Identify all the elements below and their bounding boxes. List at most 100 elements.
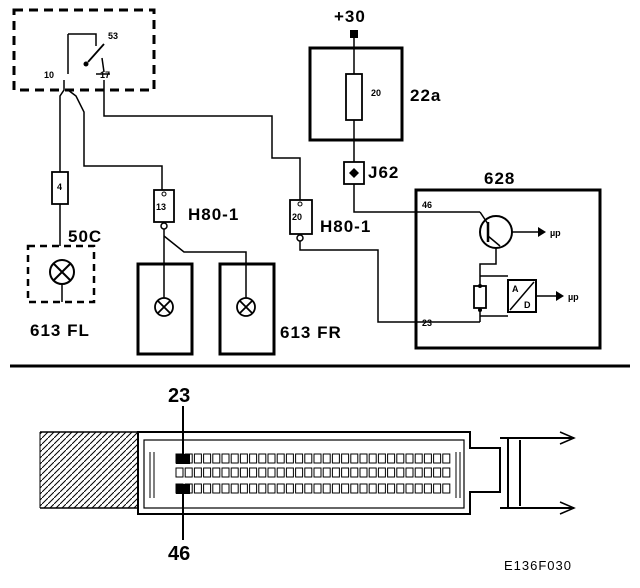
connector-pin: [414, 467, 423, 478]
svg-text:20: 20: [371, 88, 381, 98]
connector-pin: [313, 453, 322, 464]
connector-pin: [304, 453, 313, 464]
connector-pin: [387, 467, 396, 478]
connector-pin: [423, 467, 432, 478]
connector-pin: [396, 467, 405, 478]
connector-pin: [350, 467, 359, 478]
connector-pin: [433, 483, 442, 494]
connector-pin: [442, 467, 451, 478]
connector-pin: [313, 483, 322, 494]
supply-label: +30: [334, 7, 366, 26]
connector-pin: [433, 453, 442, 464]
connector-pin: [221, 467, 230, 478]
connector-pin: [396, 483, 405, 494]
connector-pin: [341, 453, 350, 464]
connector-pin: [331, 467, 340, 478]
switch-box: 53 10 17: [12, 8, 156, 92]
lamp-613fr-label: 613 FR: [280, 323, 342, 342]
supply-terminal: [350, 30, 358, 38]
connector-pin: [230, 467, 239, 478]
connector-pin: [387, 453, 396, 464]
connector-pin: [405, 453, 414, 464]
connector-pin: [267, 483, 276, 494]
connector-pin: [368, 483, 377, 494]
connector-pin: [423, 483, 432, 494]
connector-pin: [414, 483, 423, 494]
connector-pin: [249, 483, 258, 494]
wire-h80-20-to-pin23: [299, 241, 480, 323]
connector-pin: [267, 467, 276, 478]
connector-pin: [212, 467, 221, 478]
connector-pin: [212, 453, 221, 464]
lamp-box-1: [136, 262, 194, 356]
connector-pin: [295, 483, 304, 494]
connector-pin: [258, 483, 267, 494]
connector-pin: [221, 483, 230, 494]
connector-pin: [313, 467, 322, 478]
wire-10-to-h80-13: [67, 89, 163, 190]
connector-pin: [212, 483, 221, 494]
wire-10-to-fuse4: [59, 80, 65, 172]
connector-pin: [276, 467, 285, 478]
connector-pin: [193, 467, 202, 478]
figure-ref-label: E136F030: [504, 558, 572, 573]
connector-pin: [203, 467, 212, 478]
connector-pin: [368, 467, 377, 478]
connector-pin: [239, 467, 248, 478]
connector-pin: [239, 453, 248, 464]
connector-pin: [285, 467, 294, 478]
connector-pin: [175, 467, 184, 478]
connector-pin: [377, 453, 386, 464]
mu-top-label: µp: [550, 228, 561, 238]
connector-pin: [377, 467, 386, 478]
wire-j62-to-pin46: [353, 184, 480, 213]
relay-22a-label: 22a: [410, 86, 441, 105]
connector-pin: [433, 467, 442, 478]
connector-pin: [221, 453, 230, 464]
connector-pin: [322, 467, 331, 478]
svg-text:13: 13: [156, 202, 166, 212]
connector-pin: [304, 467, 313, 478]
connector-pin: [285, 453, 294, 464]
connector-pin: [405, 467, 414, 478]
fuse-4: 4: [51, 171, 69, 205]
connector-pin: [285, 483, 294, 494]
connector-pin: [359, 483, 368, 494]
unit-628-label: 628: [484, 169, 515, 188]
connector-pin: [359, 467, 368, 478]
connector-pin: [230, 453, 239, 464]
connector-pin: [322, 483, 331, 494]
connector-pin: [295, 467, 304, 478]
connector-pin: [322, 453, 331, 464]
svg-text:20: 20: [292, 212, 302, 222]
connector-pin: [341, 483, 350, 494]
svg-text:4: 4: [57, 182, 62, 192]
connector-pin: [230, 483, 239, 494]
wire-17-to-h80-20: [103, 80, 301, 200]
connector-pin: [258, 467, 267, 478]
connector-pin: [377, 483, 386, 494]
pin-10-label: 10: [44, 70, 54, 80]
pin-17-label: 17: [100, 70, 110, 80]
lamp-box-2: [218, 262, 276, 356]
connector-pin-23-label: 23: [168, 385, 190, 407]
connector-pin: [341, 467, 350, 478]
connector-pin: [350, 453, 359, 464]
connector-pin: [414, 453, 423, 464]
splice-j62: J62: [343, 161, 398, 185]
connector-pin: [350, 483, 359, 494]
pin-23-label: 23: [422, 318, 432, 328]
connector-pin: [203, 453, 212, 464]
mu-bottom-label: µp: [568, 292, 579, 302]
connector-pin: [193, 453, 202, 464]
connector-pin-46-label: 46: [168, 543, 190, 565]
fuse-box-22a: 20 22a: [308, 46, 441, 142]
connector-pin: [239, 483, 248, 494]
ground-50c-label: 50C: [68, 227, 102, 246]
lamp-50c-box: 50C: [26, 227, 102, 304]
connector-pin: [184, 467, 193, 478]
connector-pin: [249, 467, 258, 478]
connector-pin: [442, 453, 451, 464]
h80-right-label: H80-1: [320, 217, 371, 236]
